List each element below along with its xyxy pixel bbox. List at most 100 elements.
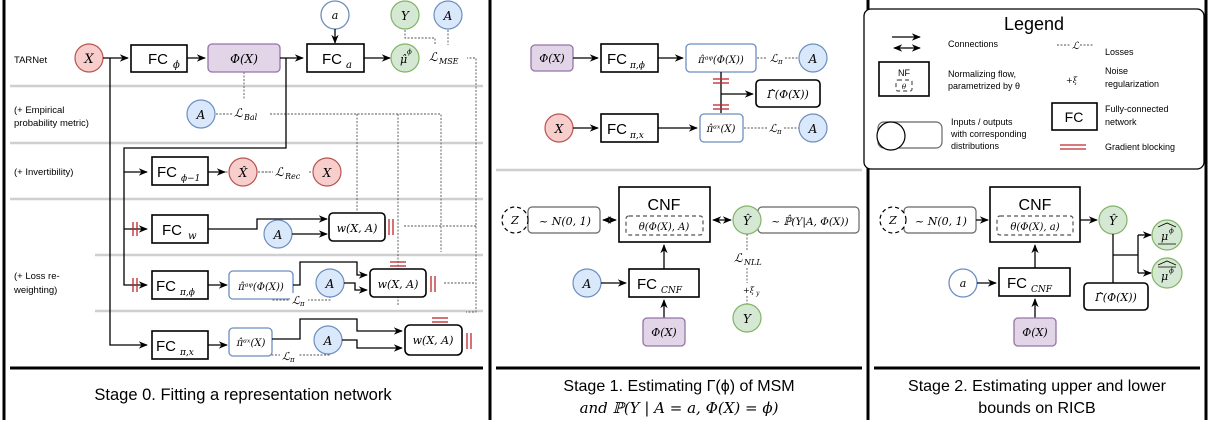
node-label: Φ(X)	[539, 52, 564, 65]
arrow-phix-branches	[123, 58, 287, 176]
loss-subscript: π	[776, 128, 782, 136]
legend-noise-icon: +ξ	[1066, 76, 1078, 85]
node-mu-hat: μ̂ ϕ	[390, 43, 420, 73]
stage2-caption-line2: bounds on RICB	[978, 400, 1095, 417]
node-a-w: A	[263, 219, 293, 249]
node-y-target: Y	[390, 0, 420, 30]
legend-connections-label: Connections	[948, 39, 999, 49]
dist-label: ~ N(0, 1)	[539, 215, 591, 228]
loss-symbol: ℒ	[770, 52, 779, 65]
legend-loss-icon: ℒ	[1072, 41, 1080, 52]
box-label-sub: π,ϕ	[179, 288, 195, 298]
legend-nf-label-2: parametrized by θ	[948, 81, 1020, 91]
loss-symbol: ℒ	[234, 106, 243, 120]
arrow-fcw-w	[208, 215, 328, 230]
box-label-sub: π,x	[629, 131, 644, 141]
loss-subscript: MSE	[438, 57, 459, 66]
box-fc-pi-phi: FC π,ϕ	[151, 270, 209, 300]
node-gamma-hat: Γ̂(Φ(X))	[755, 79, 821, 108]
gradient-block	[388, 219, 394, 235]
box-fc-pi-x: FC π,x	[600, 113, 659, 143]
legend-nf-theta-box	[895, 79, 913, 92]
legend-noise-label: Noise	[1105, 66, 1128, 76]
node-label: Φ(X)	[230, 52, 258, 66]
loss-symbol: ℒ	[769, 122, 778, 135]
node-a-target: A	[433, 0, 463, 30]
dist-label: ~ N(0, 1)	[915, 215, 967, 228]
box-fc-cnf: FC CNF	[628, 268, 700, 298]
row-label-loss-reweighting-2: weighting)	[13, 285, 57, 296]
loss-symbol: ℒ	[282, 350, 291, 363]
loss-mse-y-link	[404, 30, 436, 45]
dist-label: ~ ℙ̂(Y|A, Φ(X))	[771, 214, 848, 229]
legend: Legend Connections ℒ Losses NF θ Normali…	[863, 8, 1205, 170]
legend-fc-label: Fully-connected	[1105, 104, 1169, 114]
node-label: w(X, A)	[413, 334, 454, 347]
box-label: FC	[148, 51, 168, 68]
node-label: π̂ᵃˣ(X)	[236, 338, 266, 349]
legend-nf-theta: θ	[902, 83, 907, 91]
node-gamma-hat: Γ̂(Φ(X))	[1083, 282, 1149, 311]
loss-symbol: ℒ	[275, 165, 284, 179]
node-label: μ	[1161, 230, 1168, 243]
row-label-empirical: (+ Empirical	[14, 105, 64, 116]
loss-pi-1: ℒ π	[770, 52, 783, 66]
node-label: w(X, A)	[337, 222, 378, 235]
legend-noise-label-2: regularization	[1105, 79, 1159, 89]
loss-symbol: ℒ	[292, 294, 301, 307]
box-label: CNF	[648, 197, 681, 214]
node-x-hat: X̂	[228, 157, 258, 187]
arrow-a-w2	[344, 282, 368, 294]
box-label-sub: w	[188, 231, 197, 242]
node-a-1: A	[798, 43, 828, 73]
loss-bal-bus	[270, 113, 442, 252]
stage0-caption: Stage 0. Fitting a representation networ…	[94, 386, 392, 404]
loss-subscript: π	[777, 58, 783, 66]
node-label: μ̂	[400, 53, 407, 66]
loss-symbol: ℒ	[429, 50, 438, 64]
node-label: a	[332, 9, 339, 22]
loss-pi-1: ℒ π	[290, 293, 308, 308]
row-label-tarnet: TARNet	[14, 55, 47, 66]
row-label-invertibility: (+ Invertibility)	[14, 167, 73, 178]
node-a-input: a	[320, 0, 350, 30]
loss-mse: ℒ MSE	[427, 48, 467, 66]
gradient-block	[430, 276, 436, 292]
node-y-hat: Ŷ	[1098, 205, 1128, 235]
loss-nll: ℒ NLL	[734, 251, 762, 267]
box-cnf: CNF θ(Φ(X), a)	[989, 186, 1081, 243]
box-label: CNF	[1019, 197, 1052, 214]
node-pi-x: π̂ᵃˣ(X)	[228, 327, 273, 357]
node-label: Φ(X)	[1022, 326, 1047, 339]
node-w-xa-3: w(X, A)	[404, 324, 463, 356]
node-mu-lower: μ ϕ	[1151, 257, 1183, 289]
node-x-input: X	[544, 113, 574, 143]
gradient-block	[132, 222, 138, 236]
stage1-caption-line1: Stage 1. Estimating Γ(ϕ) of MSM	[563, 378, 794, 395]
legend-losses-label: Losses	[1105, 47, 1134, 57]
box-label: FC	[162, 222, 182, 239]
node-a-cnf: A	[572, 268, 602, 298]
loss-rec: ℒ Rec	[273, 162, 309, 181]
stage2-caption-line1: Stage 2. Estimating upper and lower	[908, 378, 1167, 395]
stage1-panel: Φ(X) FC π,ϕ π̂ᵃᵠ(Φ(X)) ℒ π A	[501, 43, 860, 417]
box-fc-pi-phi: FC π,ϕ	[600, 43, 659, 73]
gradient-block	[132, 278, 138, 292]
legend-fc-label-2: network	[1105, 117, 1137, 127]
node-label: X	[554, 122, 564, 136]
legend-fc-text: FC	[1065, 109, 1084, 125]
noise-reg: +ξ y	[743, 286, 760, 297]
node-pi-x: π̂ᵃˣ(X)	[699, 113, 744, 143]
theta-label: θ(Φ(X), a)	[1010, 222, 1059, 233]
node-a-cnf: a	[948, 268, 978, 298]
loss-symbol: ℒ	[734, 251, 743, 265]
box-label: FC	[157, 164, 177, 181]
loss-subscript: Rec	[284, 172, 301, 181]
box-fc-cnf: FC CNF	[998, 267, 1071, 297]
loss-pi-2: ℒ π	[769, 122, 782, 136]
row-label-empirical-2: probability metric)	[14, 118, 89, 129]
node-label: Z	[510, 214, 519, 227]
box-label: FC	[156, 278, 176, 295]
node-x-input: X	[74, 43, 104, 73]
